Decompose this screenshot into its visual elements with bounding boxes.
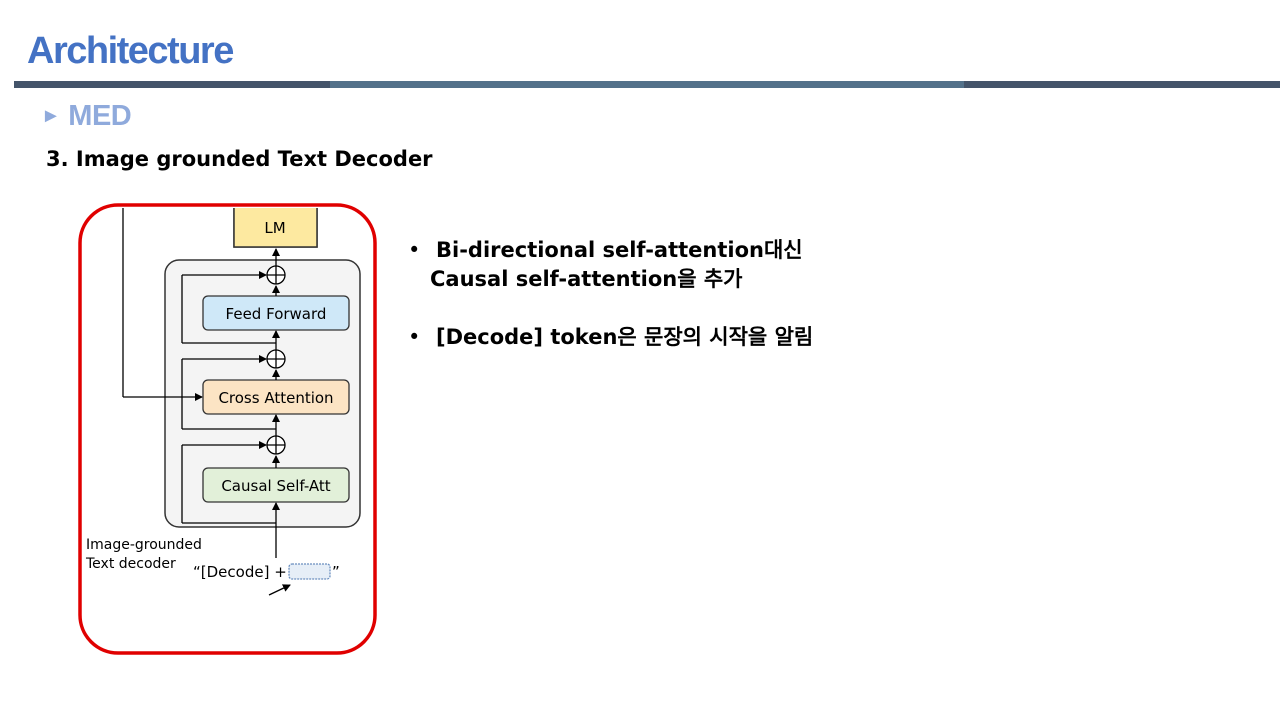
diagram-caption-line1: Image-grounded [86, 537, 202, 553]
cross-attention-label: Cross Attention [218, 389, 333, 407]
causal-self-att-label: Causal Self-Att [221, 477, 330, 495]
subheading-text: MED [68, 100, 132, 132]
triangle-marker-icon: ► [41, 105, 61, 127]
bullet-item: • Bi-directional self-attention대신 Causal… [408, 236, 1108, 294]
slide-title: Architecture [27, 30, 234, 72]
bullet-marker: • [408, 325, 421, 349]
bullet-marker: • [408, 238, 421, 262]
title-divider-accent [330, 81, 964, 88]
feed-forward-label: Feed Forward [226, 305, 327, 323]
decoder-diagram: LM Causal Self-Att Cross Attention Feed … [78, 203, 377, 655]
lm-label: LM [264, 219, 285, 237]
bullet-list: • Bi-directional self-attention대신 Causal… [408, 236, 1108, 381]
diagram-caption-line2: Text decoder [85, 556, 176, 572]
input-token-close-quote: ” [332, 563, 340, 581]
highlight-frame [78, 203, 377, 655]
subheading: ► MED [41, 100, 132, 133]
pointer-arrow [268, 584, 291, 596]
section-title: 3. Image grounded Text Decoder [46, 147, 433, 171]
bullet-text-line1: Bi-directional self-attention대신 [436, 238, 803, 262]
bullet-text-line2: Causal self-attention을 추가 [430, 267, 743, 291]
bullet-text-line1: [Decode] token은 문장의 시작을 알림 [436, 325, 814, 349]
text-token-placeholder [288, 563, 331, 580]
input-token-text: “[Decode] + [193, 563, 287, 581]
bullet-item: • [Decode] token은 문장의 시작을 알림 [408, 323, 1108, 352]
